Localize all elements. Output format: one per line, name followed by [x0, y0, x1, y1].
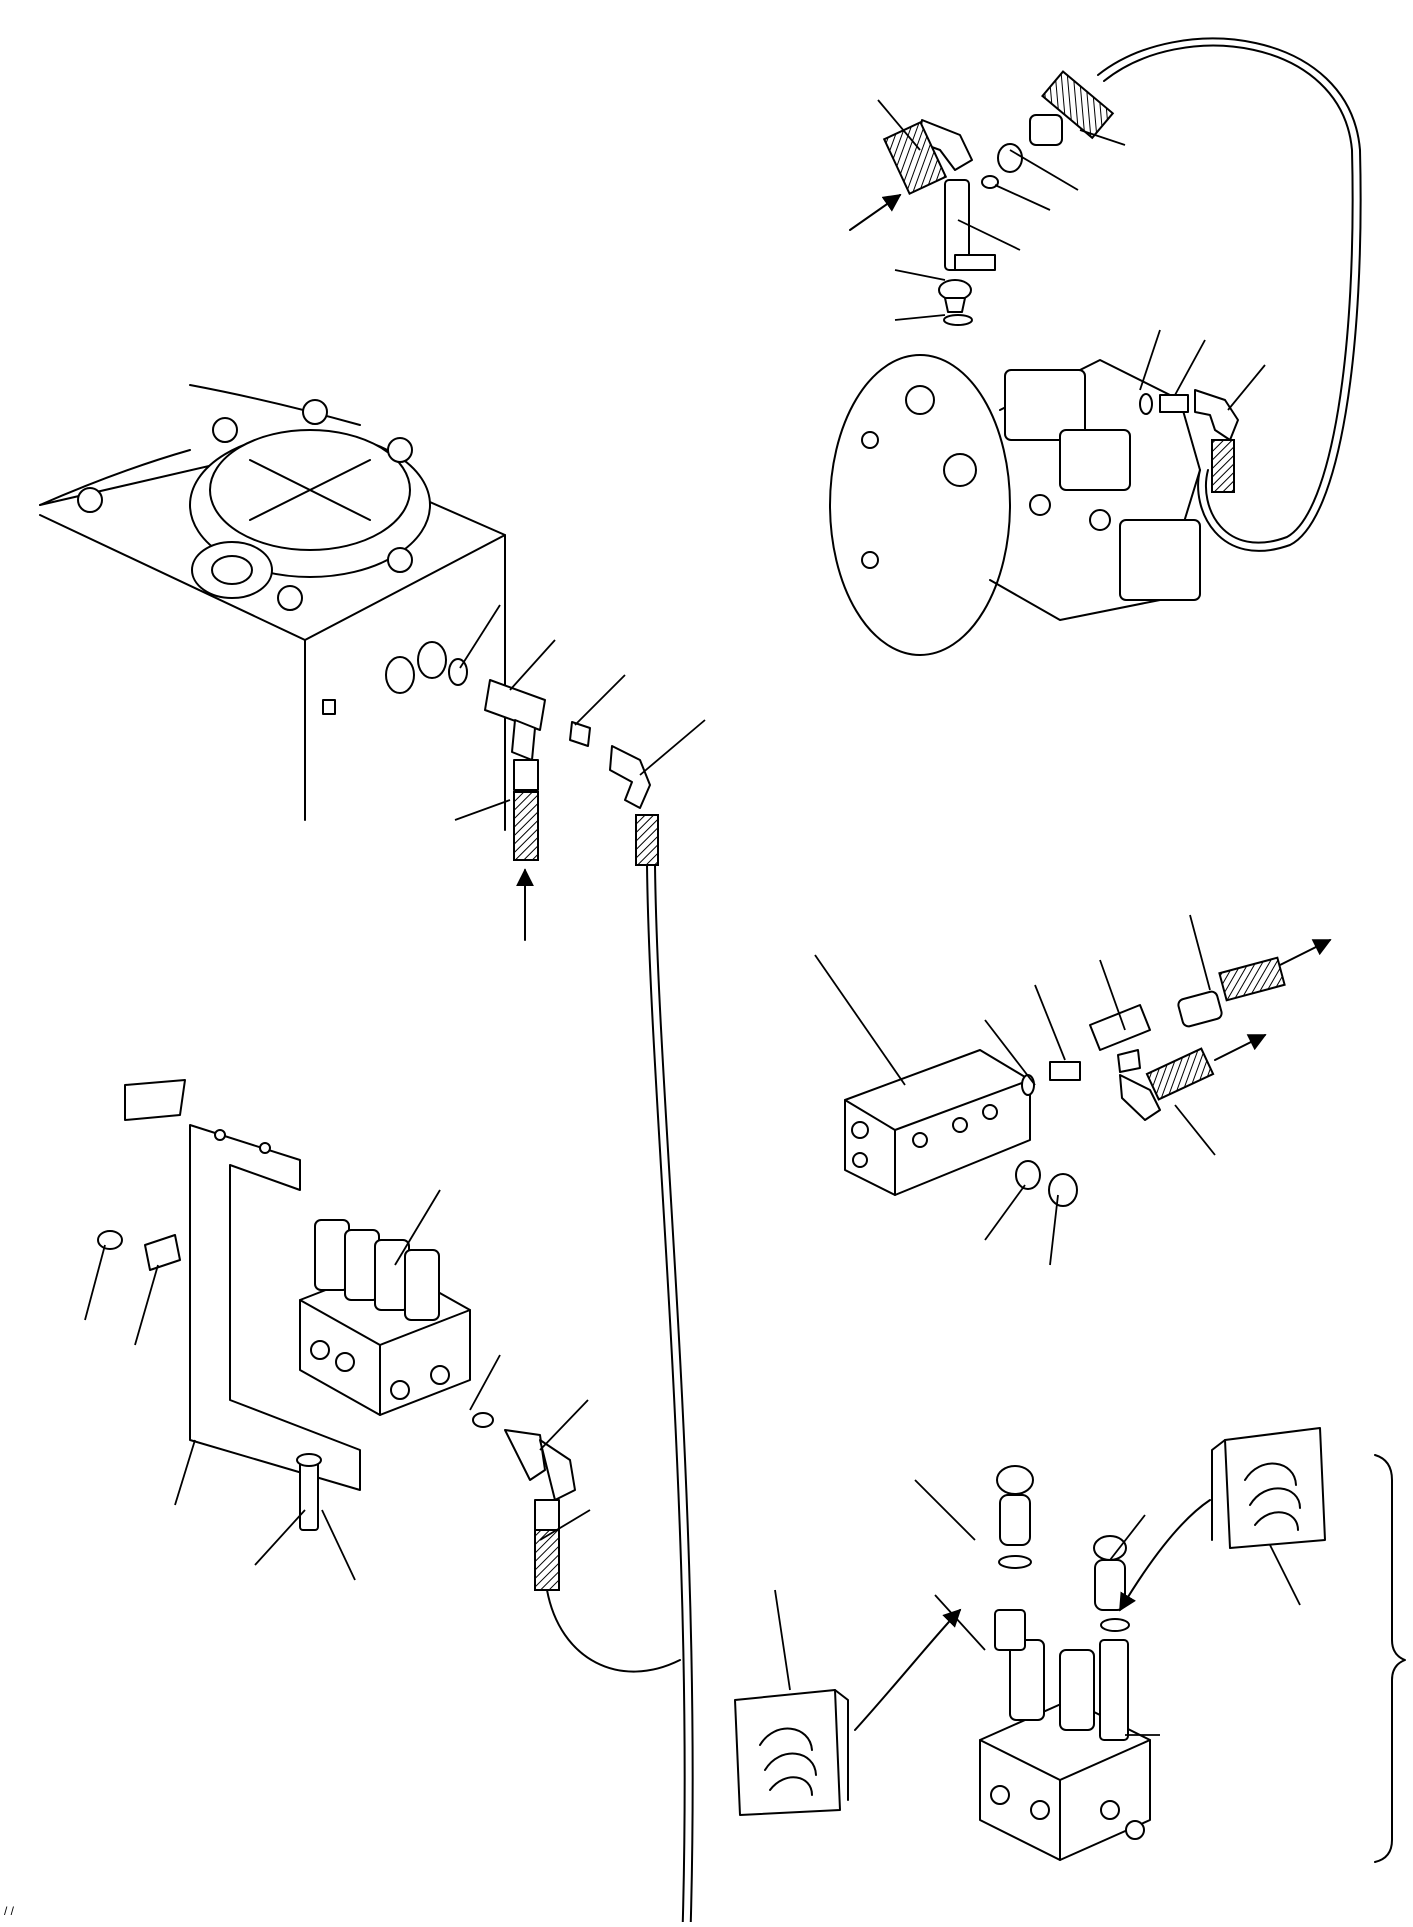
seal-kit-left — [734, 1608, 962, 1816]
solenoid-bracket — [97, 1079, 361, 1531]
leader-lines — [84, 99, 1301, 1736]
pump-fittings — [849, 37, 1362, 552]
seal-kit-right — [1119, 1427, 1326, 1612]
manifold-block — [844, 939, 1332, 1207]
hydraulic-tank — [39, 384, 506, 831]
solenoid-valve-stack — [299, 1219, 681, 1673]
corner-mark: / / — [4, 1904, 15, 1918]
valve-assembly-detail — [979, 1454, 1406, 1863]
tank-fittings — [385, 641, 694, 1927]
pump-assembly — [829, 354, 1201, 656]
